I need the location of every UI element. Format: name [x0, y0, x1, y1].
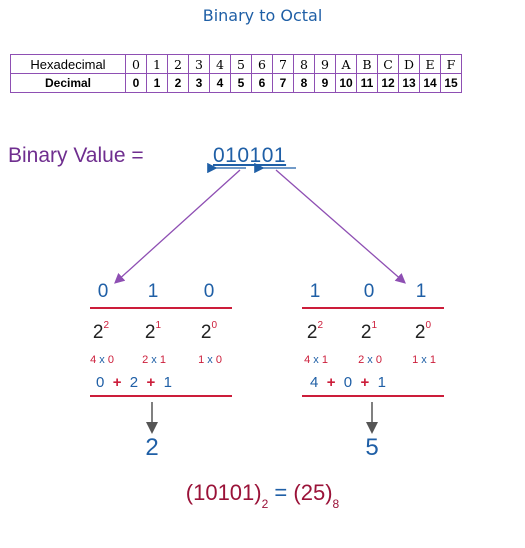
group1-sum-term: 2	[129, 374, 139, 391]
group2-sum-term: 1	[377, 374, 386, 391]
group1-digit: 0	[203, 281, 215, 302]
group1-multiply: 1 x 0	[198, 354, 222, 366]
close-paren: )	[325, 480, 333, 505]
table-cell: 15	[440, 73, 462, 93]
page-title: Binary to Octal	[202, 6, 323, 25]
hex-decimal-table: Hexadecimal 0 1 2 3 4 5 6 7 8 9 A B C D …	[10, 54, 462, 93]
plus-sign: +	[326, 374, 336, 391]
octal-base: 8	[332, 497, 340, 511]
table-cell: 14	[419, 73, 441, 93]
group2-digit: 1	[309, 281, 321, 302]
group2-sum-row: 4 + 0 + 1	[310, 374, 386, 391]
group2-multiply: 2 x 0	[358, 354, 382, 366]
octal-number: 25	[300, 480, 326, 505]
binary-number: 10101	[193, 480, 255, 505]
plus-sign: +	[360, 374, 370, 391]
group1-digit: 1	[147, 281, 159, 302]
group1-result: 2	[145, 434, 159, 461]
table-cell: 8	[293, 73, 315, 93]
binary-base: 2	[261, 497, 269, 511]
group1-digit: 0	[97, 281, 109, 302]
group2-sum-term: 0	[343, 374, 353, 391]
group2-power: 21	[360, 320, 378, 343]
equals-sign: =	[274, 480, 288, 505]
group2-multiply: 4 x 1	[304, 354, 328, 366]
group2-digit: 0	[363, 281, 375, 302]
decimal-row: Decimal 0 1 2 3 4 5 6 7 8 9 10 11 12 13 …	[10, 73, 462, 93]
connector-left	[114, 169, 241, 284]
open-paren: (	[293, 480, 301, 505]
final-equation: (10101)2 = (25)8	[0, 480, 525, 511]
group1-multiply: 4 x 0	[90, 354, 114, 366]
group2-power: 20	[414, 320, 432, 343]
binary-value: 010101	[213, 144, 287, 167]
group2-power: 22	[306, 320, 324, 343]
binary-value-label: Binary Value =	[8, 144, 144, 167]
group1-sum-term: 0	[96, 374, 105, 391]
group2-result: 5	[365, 434, 379, 461]
group1-sum-term: 1	[163, 374, 172, 391]
plus-sign: +	[112, 374, 122, 391]
group2-digit: 1	[415, 281, 427, 302]
row-label: Hexadecimal	[10, 54, 126, 74]
group1-power: 21	[144, 320, 162, 343]
group1-power: 20	[200, 320, 218, 343]
close-paren: )	[254, 480, 262, 505]
table-cell: 5	[230, 73, 252, 93]
group2-multiply: 1 x 1	[412, 354, 436, 366]
group1-sum-row: 0 + 2 + 1	[96, 374, 172, 391]
connector-right	[275, 169, 406, 284]
table-cell: F	[440, 54, 462, 74]
group2-sum-term: 4	[310, 374, 319, 391]
table-cell: 2	[167, 73, 189, 93]
open-paren: (	[185, 480, 194, 505]
plus-sign: +	[146, 374, 156, 391]
group1-power: 22	[92, 320, 110, 343]
group1-multiply: 2 x 1	[142, 354, 166, 366]
hex-row: Hexadecimal 0 1 2 3 4 5 6 7 8 9 A B C D …	[10, 54, 462, 74]
